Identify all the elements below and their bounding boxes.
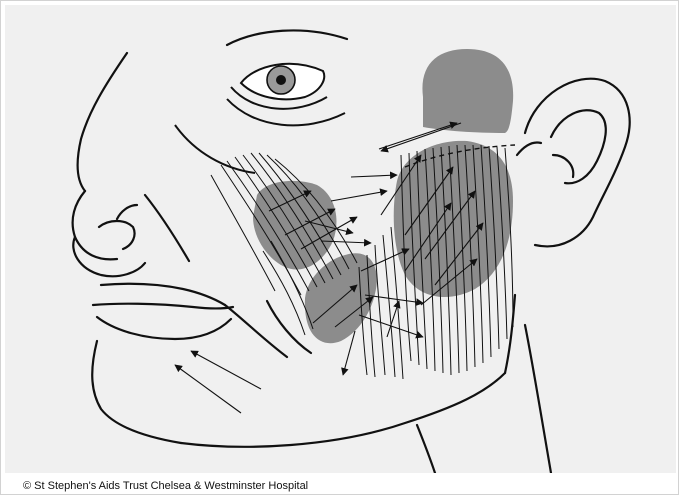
face-illustration <box>5 5 676 473</box>
temporal-region <box>422 49 513 133</box>
figure-background <box>5 5 676 473</box>
copyright-notice: © St Stephen's Aids Trust Chelsea & West… <box>23 479 308 493</box>
